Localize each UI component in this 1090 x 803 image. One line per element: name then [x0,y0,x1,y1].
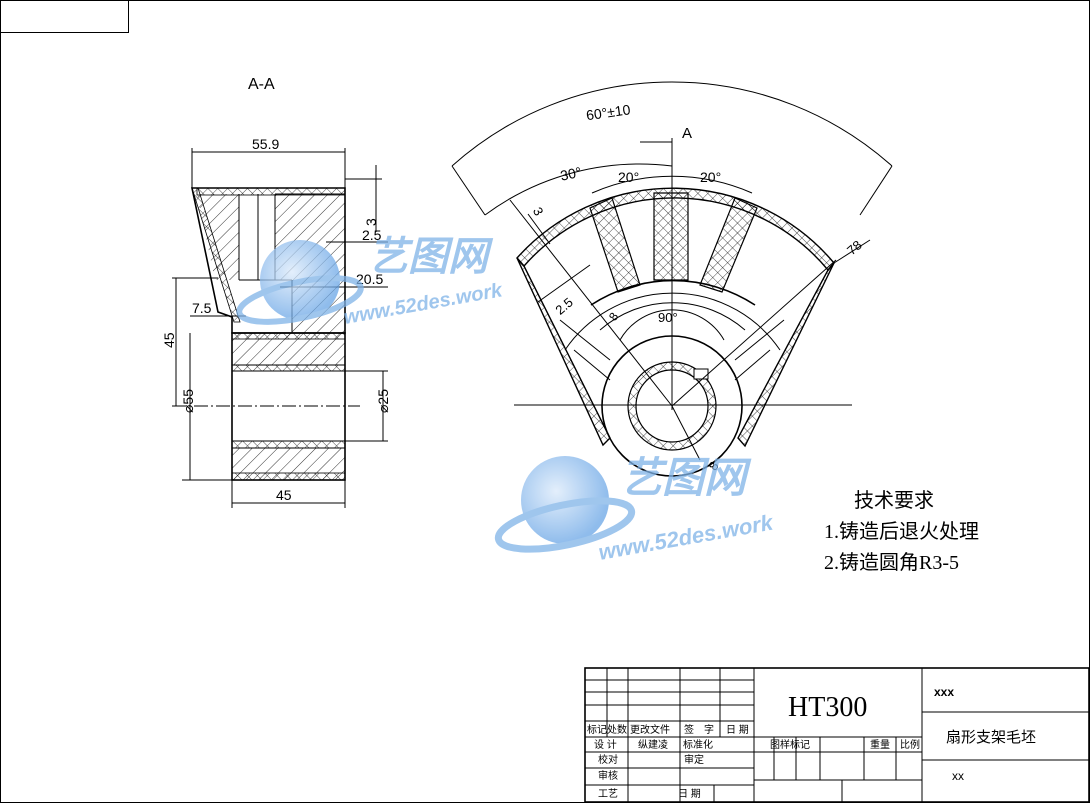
dim-7-5: 7.5 [192,300,212,316]
dim-45-bottom: 45 [276,487,292,503]
title-block: 标记 处数 更改文件 签 字 日 期 设 计 纵建凌 标准化 校对 审定 审核 … [584,667,1090,803]
dim-30-deg: 30° [559,164,583,184]
dim-45-vertical: 45 [161,332,177,348]
tb-sheji: 设 计 [594,738,617,751]
section-title: A-A [248,76,275,93]
dim-20-5: 20.5 [356,271,383,287]
dim-20-deg-right: 20° [700,169,721,185]
dim-3: 3 [363,218,379,226]
tb-shending: 审定 [684,753,704,766]
watermark-brand-1: 艺图网 [368,235,494,279]
tb-genggai: 更改文件 [630,723,670,736]
tb-riqi: 日 期 [726,724,749,736]
tb-zhongliang: 重量 [870,738,890,751]
tb-material: HT300 [788,692,867,723]
dim-3-front: 3 [530,205,547,219]
tb-code: xxx [934,685,954,699]
tb-person: 纵建凌 [638,738,668,751]
tb-company: xx [952,769,964,783]
front-view: 60°±10 A 30° 20° 20° 78 3 2.5 8 90° 8 [451,81,893,477]
tb-biaozhunhua: 标准化 [683,738,713,751]
dim-dia-25: ⌀25 [375,389,391,413]
tech-heading: 技术要求 [854,489,934,512]
tb-biaoji: 标记 [587,724,607,736]
tech-requirements: 技术要求 1.铸造后退火处理 2.铸造圆角R3-5 [824,489,979,574]
dim-90-deg: 90° [658,310,678,325]
section-marker-a: A [682,125,692,142]
watermark-url-2: www.52des.work [597,509,777,565]
dim-2-5-front: 2.5 [552,295,575,318]
tech-item-2: 2.铸造圆角R3-5 [824,551,959,574]
tb-riqi2: 日 期 [678,788,701,800]
tb-jiaodui: 校对 [598,753,618,766]
tech-item-1: 1.铸造后退火处理 [824,520,979,543]
tb-bili: 比例 [900,738,920,751]
corner-box [0,0,129,33]
tb-gongyi: 工艺 [598,788,618,800]
dim-55-9: 55.9 [252,136,279,152]
watermark-2: 艺图网 www.52des.work [494,454,776,565]
tb-qianzi: 签 字 [684,723,714,736]
tb-tuyang: 图样标记 [770,738,810,751]
dim-dia-55: ⌀55 [180,389,196,413]
dim-8-front: 8 [606,310,621,324]
tb-part-name: 扇形支架毛坯 [946,729,1036,746]
tb-shenhe: 审核 [598,769,618,782]
watermark-brand-2: 艺图网 [620,454,752,501]
tb-chushu: 处数 [607,723,627,736]
dim-60-deg: 60°±10 [585,101,631,123]
dim-20-deg-left: 20° [618,169,639,185]
dim-2-5: 2.5 [362,227,382,243]
